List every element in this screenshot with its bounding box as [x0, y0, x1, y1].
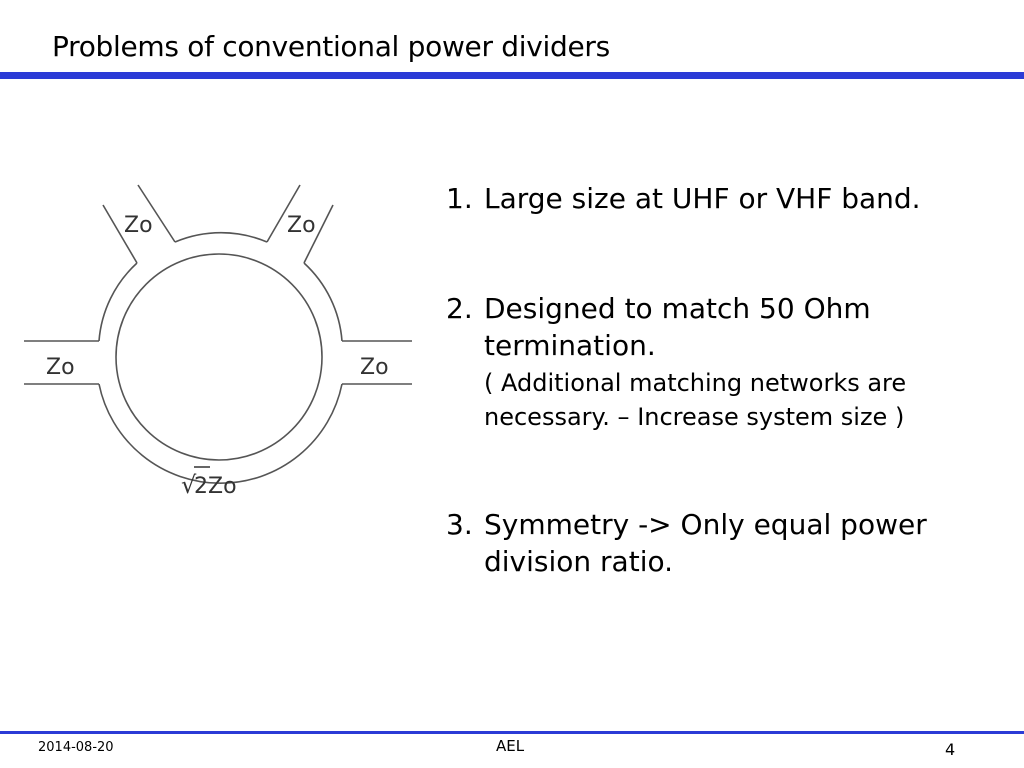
slide-title: Problems of conventional power dividers	[52, 30, 610, 63]
label-right: Zo	[360, 355, 389, 380]
port-top-right-line-b	[303, 204, 334, 264]
list-item-text: Large size at UHF or VHF band.	[484, 182, 921, 215]
page-number: 4	[945, 740, 956, 759]
list-item-text: Symmetry -> Only equal power division ra…	[484, 508, 927, 578]
footer-date: 2014-08-20	[38, 740, 114, 755]
label-bottom: 2Zo	[194, 474, 237, 499]
inner-ring	[115, 253, 323, 461]
label-top-right: Zo	[287, 213, 316, 238]
list-item: 1. Large size at UHF or VHF band.	[446, 180, 1006, 217]
label-left: Zo	[46, 355, 75, 380]
outer-ring-upper-right	[303, 262, 343, 342]
list-item: 2. Designed to match 50 Ohm termination.…	[446, 290, 1006, 434]
footer-organization: AEL	[496, 737, 525, 755]
port-top-right-line-a	[266, 184, 301, 243]
list-item-note: ( Additional matching networks are neces…	[484, 369, 907, 431]
list-item: 3. Symmetry -> Only equal power division…	[446, 506, 1006, 580]
outer-ring-top	[174, 231, 268, 243]
outer-ring-bottom	[98, 383, 343, 484]
label-bottom-radical: √	[181, 471, 197, 499]
problem-list: 1. Large size at UHF or VHF band. 2. Des…	[446, 180, 1006, 638]
label-top-left: Zo	[124, 213, 153, 238]
list-item-text: Designed to match 50 Ohm termination.	[484, 292, 871, 362]
outer-ring-upper-left	[98, 262, 138, 342]
list-item-number: 3.	[446, 508, 473, 541]
port-top-left-line-a	[102, 204, 138, 264]
list-item-number: 1.	[446, 182, 473, 215]
list-item-number: 2.	[446, 292, 473, 325]
footer-divider	[0, 731, 1024, 734]
title-divider	[0, 72, 1024, 79]
port-top-left-line-b	[137, 184, 176, 243]
ring-divider-diagram: Zo Zo Zo Zo √ 2Zo	[24, 184, 412, 499]
